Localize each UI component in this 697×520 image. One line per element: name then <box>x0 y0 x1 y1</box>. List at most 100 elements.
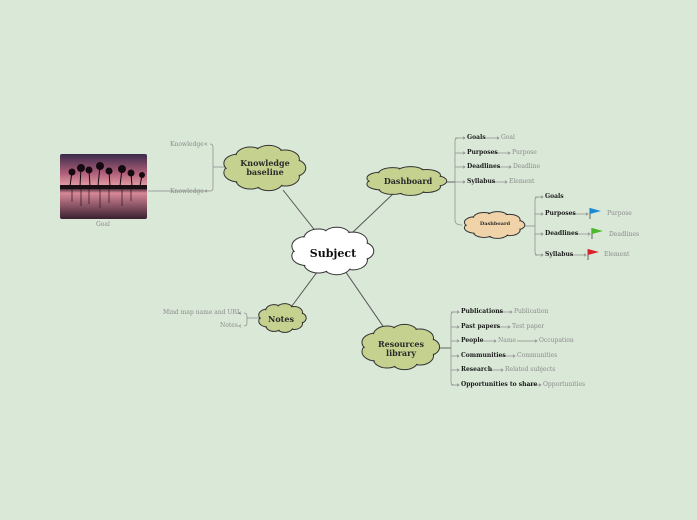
resources-library-topic[interactable]: Resources library <box>364 339 438 358</box>
resources-value-communities[interactable]: Communities <box>517 352 558 359</box>
resources-bracket <box>450 311 455 348</box>
dashboard-bracket <box>454 137 459 182</box>
dashboard-item-syllabus[interactable]: Syllabus <box>467 178 496 185</box>
dashboard-cloud <box>366 166 448 196</box>
arrow-head-icon <box>493 339 497 343</box>
knowledge-leaf-bottom[interactable]: Knowledge <box>170 188 204 195</box>
green-flag-icon <box>591 228 603 239</box>
connector-lines <box>148 136 591 387</box>
arrow-head-icon <box>507 325 511 329</box>
sub-dashboard-value-deadlines[interactable]: Deadlines <box>609 231 640 238</box>
cloud-core <box>264 308 300 328</box>
arrow-head-icon <box>540 195 544 199</box>
arrow-head-icon <box>540 232 544 236</box>
central-topic[interactable]: Subject <box>309 247 357 260</box>
dashboard-item-deadlines[interactable]: Deadlines <box>467 163 501 170</box>
resources-cloud <box>361 323 441 371</box>
cloud-core <box>371 332 429 362</box>
arrow-head-icon <box>204 142 208 146</box>
sub-dashboard-item-deadlines[interactable]: Deadlines <box>545 230 579 237</box>
cloud-core <box>234 153 294 183</box>
arrow-head-icon <box>540 212 544 216</box>
resources-item-people[interactable]: People <box>461 337 484 344</box>
sub-dashboard-cloud <box>463 211 526 239</box>
arrow-head-icon <box>496 136 500 140</box>
sub-dashboard-item-syllabus[interactable]: Syllabus <box>545 251 574 258</box>
knowledge-baseline-topic[interactable]: Knowledge baseline <box>226 158 304 177</box>
cloud-core <box>377 171 435 191</box>
sub-dashboard-value-element[interactable]: Element <box>604 251 630 258</box>
arrow-head-icon <box>587 232 591 236</box>
arrow-head-icon <box>509 310 513 314</box>
sunset-image[interactable] <box>60 154 147 219</box>
arrow-head-icon <box>456 310 460 314</box>
arrow-head-icon <box>512 354 516 358</box>
resources-value-name[interactable]: Name <box>498 337 517 344</box>
notes-topic[interactable]: Notes <box>268 314 294 324</box>
blue-flag-icon <box>589 208 601 219</box>
arrow-head-icon <box>585 212 589 216</box>
red-flag-icon <box>587 249 599 260</box>
arrow-head-icon <box>504 180 508 184</box>
dashboard-value-goal[interactable]: Goal <box>501 134 515 141</box>
resources-value-publication[interactable]: Publication <box>514 308 549 315</box>
dashboard-bracket <box>454 182 463 226</box>
flag-markers <box>587 208 603 260</box>
arrow-head-icon <box>456 368 460 372</box>
cloud-core <box>472 216 516 234</box>
resources-item-research[interactable]: Research <box>461 366 493 373</box>
arrow-head-icon <box>462 151 466 155</box>
resources-item-past-papers[interactable]: Past papers <box>461 323 501 330</box>
sub-dashboard-item-purposes[interactable]: Purposes <box>545 210 576 217</box>
notes-bracket <box>243 312 260 319</box>
arrow-head-icon <box>508 165 512 169</box>
resources-item-opportunities[interactable]: Opportunities to share <box>461 381 538 388</box>
resources-bracket <box>450 348 455 386</box>
notes-bracket <box>243 318 248 327</box>
arrow-head-icon <box>462 165 466 169</box>
resources-item-publications[interactable]: Publications <box>461 308 503 315</box>
dashboard-value-element[interactable]: Element <box>509 178 535 185</box>
arrow-head-icon <box>583 253 587 257</box>
dashboard-item-goals[interactable]: Goals <box>467 134 486 141</box>
arrow-head-icon <box>204 189 208 193</box>
notes-leaf-notes[interactable]: Notes <box>220 322 238 329</box>
resources-item-communities[interactable]: Communities <box>461 352 506 359</box>
resources-value-test-paper[interactable]: Test paper <box>512 323 545 330</box>
dashboard-topic[interactable]: Dashboard <box>383 176 433 186</box>
dashboard-item-purposes[interactable]: Purposes <box>467 149 498 156</box>
arrow-head-icon <box>456 354 460 358</box>
arrow-head-icon <box>500 368 504 372</box>
arrow-head-icon <box>462 180 466 184</box>
sub-dashboard-item-goals[interactable]: Goals <box>545 193 564 200</box>
dashboard-value-deadline[interactable]: Deadline <box>513 163 541 170</box>
arrow-head-icon <box>238 324 242 328</box>
arrow-head-icon <box>507 151 511 155</box>
sub-dashboard-value-purpose[interactable]: Purpose <box>607 210 632 217</box>
flag-cloth <box>592 228 603 234</box>
knowledge-bracket <box>209 167 214 192</box>
resources-value-opportunities[interactable]: Opportunities <box>543 381 586 388</box>
image-caption: Goal <box>96 221 110 228</box>
knowledge-cloud <box>223 144 307 192</box>
sub-dashboard-bracket <box>534 226 539 256</box>
knowledge-leaf-top[interactable]: Knowledge <box>170 141 204 148</box>
resources-value-related-subjects[interactable]: Related subjects <box>505 366 556 373</box>
arrow-head-icon <box>538 383 542 387</box>
dashboard-sub-topic[interactable]: Dashboard <box>479 221 511 227</box>
notes-cloud <box>258 303 307 333</box>
knowledge-bracket <box>209 143 228 168</box>
flag-cloth <box>590 208 601 214</box>
resources-title-line1: Resources <box>377 339 425 349</box>
sunset-palm-photo <box>60 154 147 219</box>
dashboard-value-purpose[interactable]: Purpose <box>512 149 537 156</box>
resources-value-occupation[interactable]: Occupation <box>539 337 574 344</box>
arrow-head-icon <box>462 136 466 140</box>
knowledge-title-line1: Knowledge <box>240 158 290 168</box>
cloud-core <box>302 235 362 267</box>
notes-leaf-mindmap[interactable]: Mind map name and URL <box>163 309 242 316</box>
flag-cloth <box>588 249 599 255</box>
arrow-head-icon <box>456 325 460 329</box>
arrow-head-icon <box>238 311 242 315</box>
